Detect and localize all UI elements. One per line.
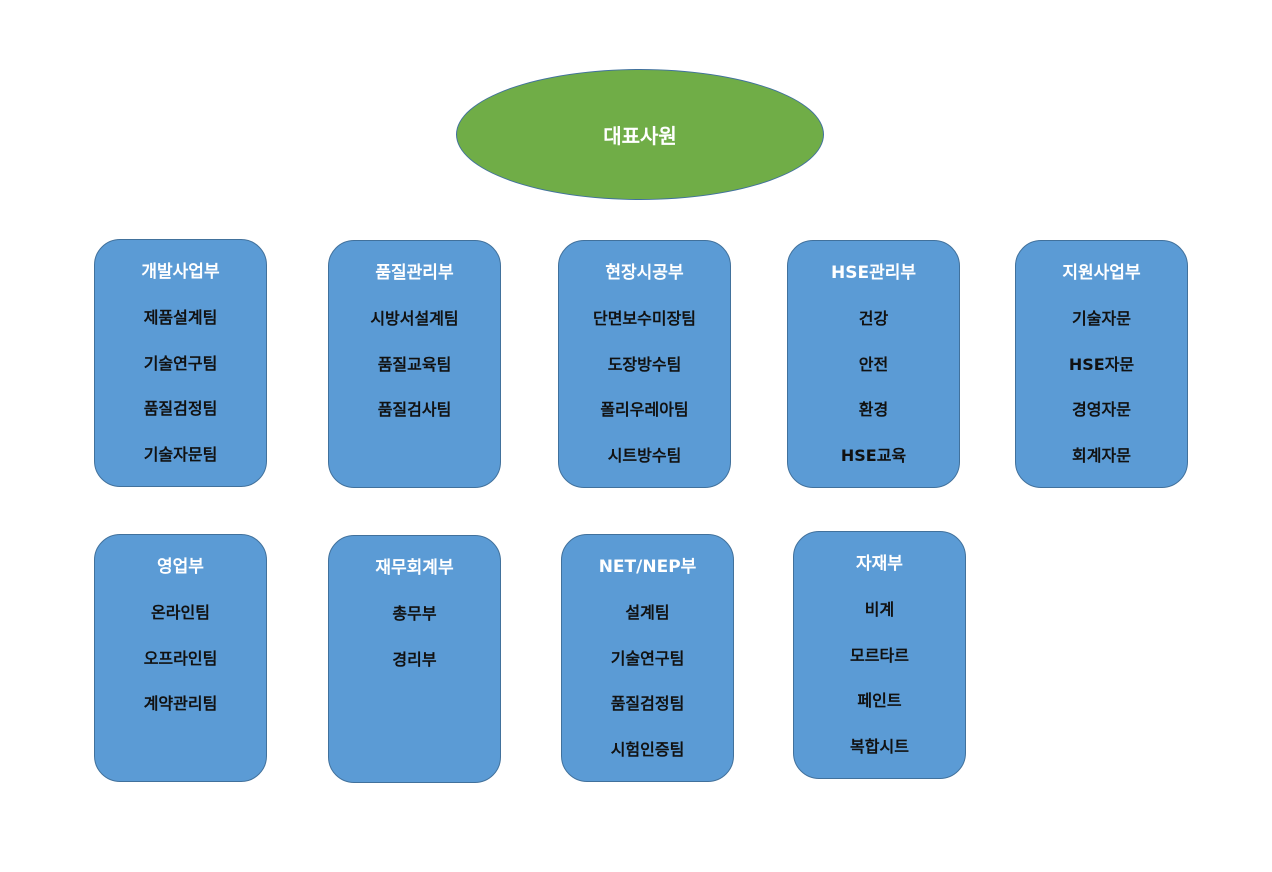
ceo-label: 대표사원: [603, 124, 677, 148]
team-item: 기술연구팀: [143, 353, 218, 373]
team-item: 기술자문: [1072, 309, 1131, 328]
dept-title: 품질관리부: [375, 263, 454, 283]
dept-box-quality: 품질관리부 시방서설계팀 품질교육팀 품질검사팀: [328, 240, 501, 488]
dept-box-site-construction: 현장시공부 단면보수미장팀 도장방수팀 폴리우레아팀 시트방수팀: [558, 240, 731, 488]
team-item: 품질검정팀: [610, 694, 685, 713]
team-item: 폴리우레아팀: [600, 400, 689, 419]
team-item: 계약관리팀: [143, 694, 218, 713]
dept-box-development: 개발사업부 제품설계팀 기술연구팀 품질검정팀 기술자문팀: [94, 239, 267, 487]
team-item: 설계팀: [625, 603, 670, 622]
team-item: 도장방수팀: [607, 354, 682, 374]
team-list: 단면보수미장팀 도장방수팀 폴리우레아팀 시트방수팀: [559, 307, 730, 489]
team-item: 경영자문: [1072, 400, 1131, 419]
dept-box-hse: HSE관리부 건강 안전 환경 HSE교육: [787, 240, 960, 488]
team-item: 총무부: [392, 604, 437, 623]
team-item: 품질검정팀: [143, 399, 218, 418]
dept-title: 지원사업부: [1062, 263, 1141, 283]
team-list: 제품설계팀 기술연구팀 품질검정팀 기술자문팀: [95, 306, 266, 488]
team-item: 품질검사팀: [377, 400, 452, 419]
team-item: 건강: [858, 309, 889, 328]
dept-title: 영업부: [157, 557, 204, 577]
dept-title: HSE관리부: [830, 263, 916, 283]
team-list: 시방서설계팀 품질교육팀 품질검사팀: [329, 307, 500, 444]
team-list: 기술자문 HSE자문 경영자문 회계자문: [1016, 307, 1187, 489]
team-item: 오프라인팀: [143, 648, 218, 668]
team-item: 안전: [858, 354, 889, 374]
team-item: 시험인증팀: [610, 739, 685, 759]
team-item: 비계: [864, 600, 895, 619]
team-item: HSE자문: [1068, 354, 1135, 374]
team-item: 기술연구팀: [610, 648, 685, 668]
team-item: 회계자문: [1072, 445, 1131, 465]
team-item: 시방서설계팀: [370, 309, 459, 328]
dept-title: NET/NEP부: [598, 557, 697, 577]
team-item: 품질교육팀: [377, 354, 452, 374]
dept-title: 재무회계부: [375, 558, 454, 578]
team-item: 단면보수미장팀: [592, 309, 697, 328]
team-list: 온라인팀 오프라인팀 계약관리팀: [95, 601, 266, 738]
team-item: HSE교육: [840, 445, 907, 465]
team-item: 모르타르: [850, 645, 909, 665]
team-list: 총무부 경리부: [329, 602, 500, 693]
team-item: 온라인팀: [151, 603, 210, 622]
team-item: 시트방수팀: [607, 445, 682, 465]
team-item: 경리부: [392, 649, 437, 669]
team-item: 환경: [858, 400, 889, 419]
team-item: 기술자문팀: [143, 444, 218, 464]
team-list: 설계팀 기술연구팀 품질검정팀 시험인증팀: [562, 601, 733, 783]
ceo-node: 대표사원: [456, 69, 824, 200]
team-item: 제품설계팀: [143, 308, 218, 327]
dept-box-finance: 재무회계부 총무부 경리부: [328, 535, 501, 783]
dept-box-support: 지원사업부 기술자문 HSE자문 경영자문 회계자문: [1015, 240, 1188, 488]
team-item: 복합시트: [850, 736, 909, 756]
team-list: 건강 안전 환경 HSE교육: [788, 307, 959, 489]
dept-title: 자재부: [856, 554, 903, 574]
dept-box-sales: 영업부 온라인팀 오프라인팀 계약관리팀: [94, 534, 267, 782]
dept-box-net-nep: NET/NEP부 설계팀 기술연구팀 품질검정팀 시험인증팀: [561, 534, 734, 782]
team-item: 페인트: [857, 691, 902, 710]
dept-box-materials: 자재부 비계 모르타르 페인트 복합시트: [793, 531, 966, 779]
dept-title: 개발사업부: [141, 262, 220, 282]
team-list: 비계 모르타르 페인트 복합시트: [794, 598, 965, 780]
dept-title: 현장시공부: [605, 263, 684, 283]
